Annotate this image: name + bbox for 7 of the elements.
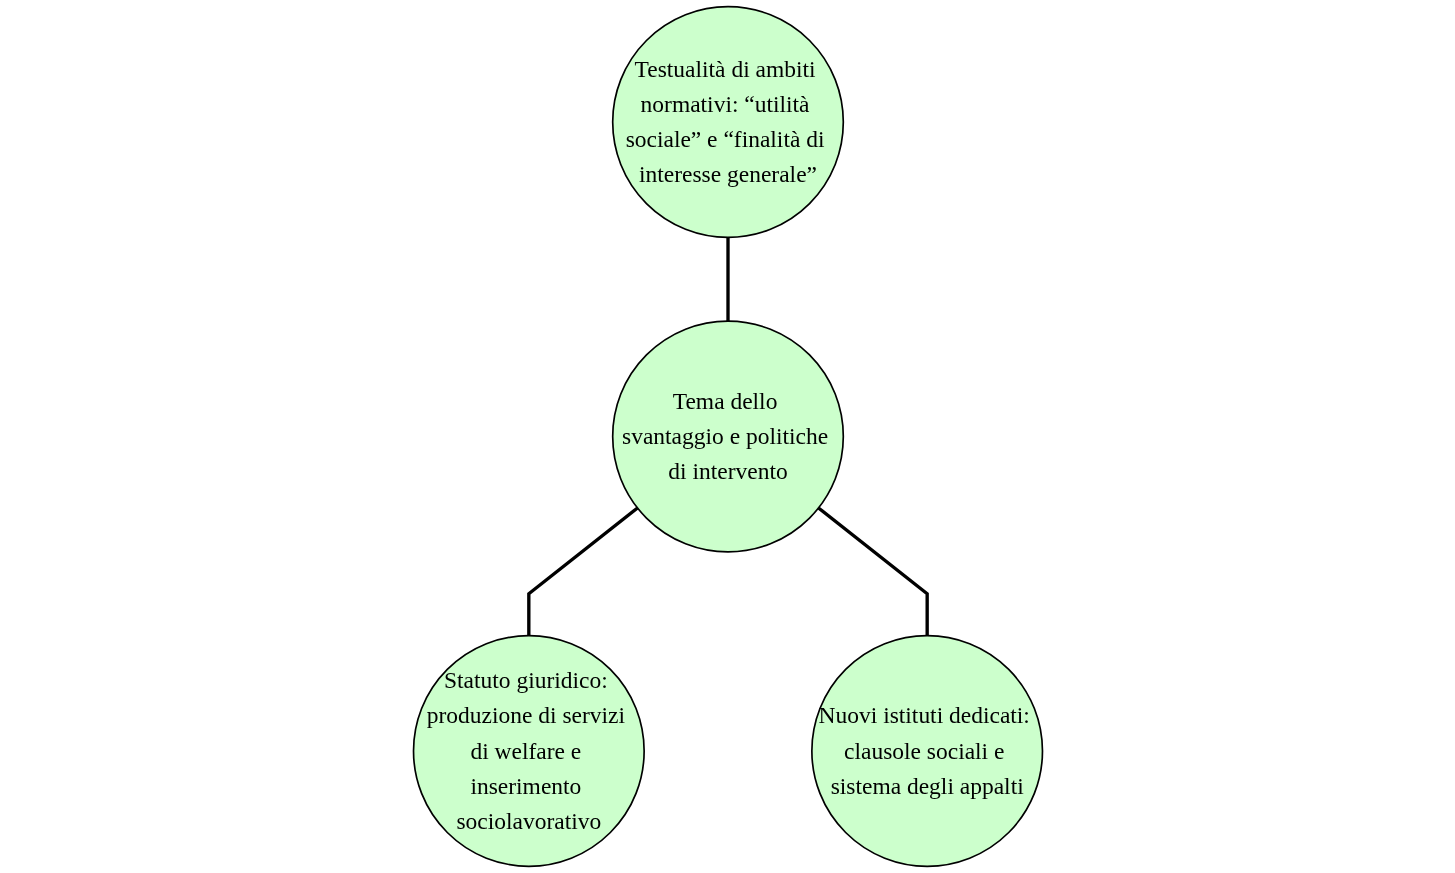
node-circle: Testualità di ambiti normativi: “utilità sociale” e “finalità di interesse generale” <box>611 5 844 239</box>
connector <box>526 506 639 636</box>
node-circle: Tema dello svantaggio e politiche di intervento <box>611 320 844 553</box>
connector <box>725 237 730 322</box>
connector <box>816 506 929 636</box>
node-circle: Nuovi istituti dedicati: clausole sociali e sistema degli appalti <box>810 634 1043 868</box>
node-circle: Statuto giuridico: produzione di servizi di welfare e inserimento sociolavorativo <box>412 634 645 868</box>
